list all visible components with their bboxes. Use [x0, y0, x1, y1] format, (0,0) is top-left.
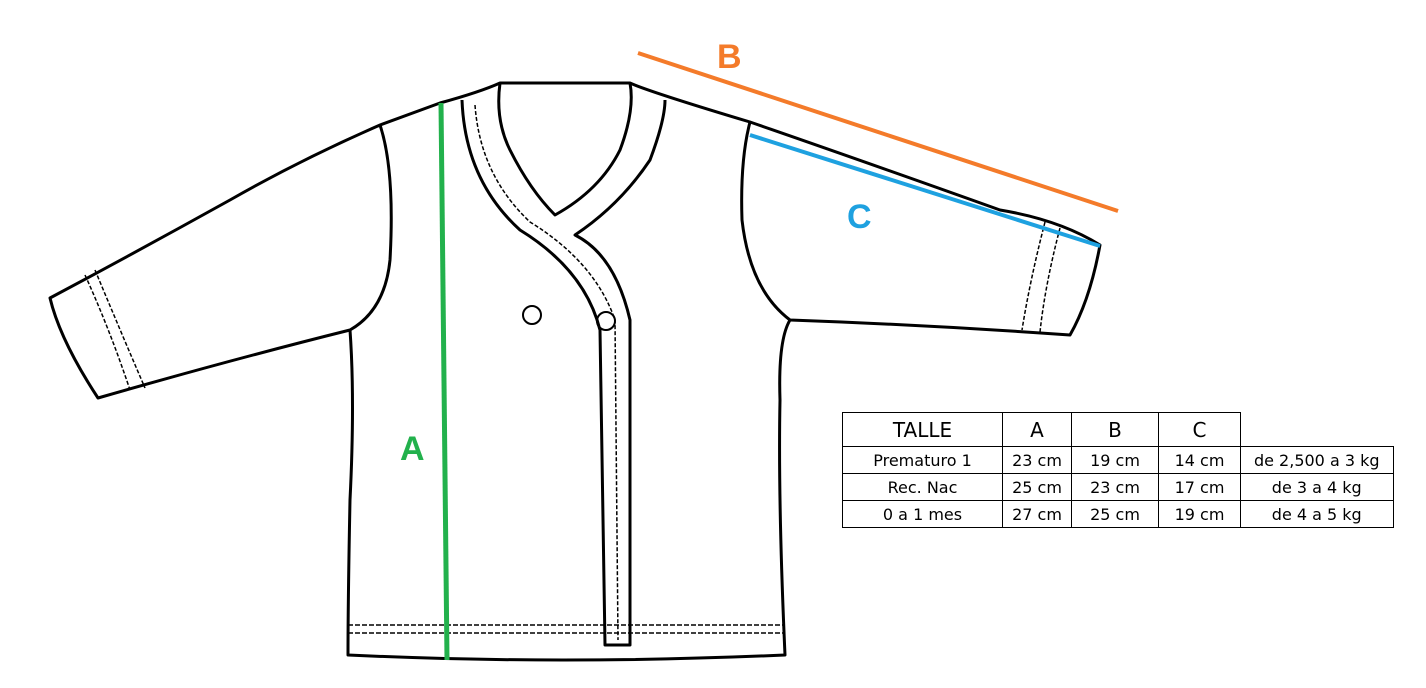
header-cell: C [1158, 412, 1241, 447]
cell: 0 a 1 mes [842, 500, 1003, 528]
measure-line-c [749, 133, 1101, 248]
right-sleeve [740, 120, 1102, 337]
size-table: TALLE A B C Prematuro 1 23 cm 19 cm 14 c… [842, 412, 1394, 528]
cell: 25 cm [1071, 500, 1159, 528]
cell: 27 cm [1002, 500, 1072, 528]
cell: 17 cm [1158, 473, 1241, 501]
table-row: 0 a 1 mes 27 cm 25 cm 19 cm de 4 a 5 kg [842, 500, 1394, 528]
cell: de 3 a 4 kg [1240, 473, 1394, 501]
cell: de 2,500 a 3 kg [1240, 446, 1394, 474]
cell: Rec. Nac [842, 473, 1003, 501]
label-b: B [717, 38, 742, 76]
header-cell: B [1071, 412, 1159, 447]
cell: 14 cm [1158, 446, 1241, 474]
cell: 19 cm [1071, 446, 1159, 474]
left-sleeve [48, 123, 393, 400]
button-icon [596, 311, 616, 331]
table-row: Rec. Nac 25 cm 23 cm 17 cm de 3 a 4 kg [842, 473, 1394, 501]
cell: de 4 a 5 kg [1240, 500, 1394, 528]
jacket-body [346, 81, 792, 662]
button-icon [522, 305, 542, 325]
cell: 19 cm [1158, 500, 1241, 528]
collar [497, 82, 633, 217]
cell: 23 cm [1071, 473, 1159, 501]
header-cell: TALLE [842, 412, 1003, 447]
cell: 25 cm [1002, 473, 1072, 501]
cell: Prematuro 1 [842, 446, 1003, 474]
measure-line-a [438, 102, 450, 661]
table-row: Prematuro 1 23 cm 19 cm 14 cm de 2,500 a… [842, 446, 1394, 474]
label-a: A [400, 430, 425, 468]
measure-line-b [637, 51, 1119, 213]
label-c: C [847, 198, 872, 236]
cell: 23 cm [1002, 446, 1072, 474]
header-cell: A [1002, 412, 1072, 447]
header-cell [1240, 412, 1393, 447]
table-header-row: TALLE A B C [842, 412, 1393, 447]
